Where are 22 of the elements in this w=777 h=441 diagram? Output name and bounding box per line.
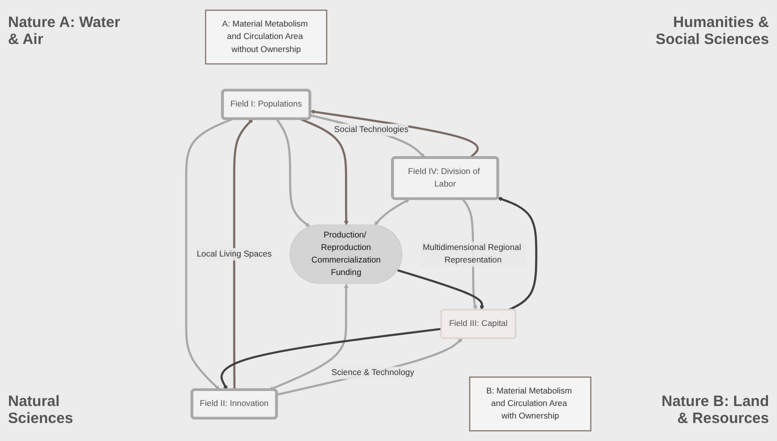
- arrow: [310, 110, 479, 159]
- arrow: [300, 118, 349, 226]
- node-box: A: Material Metabolism and Circulation Area without Ownership: [205, 10, 328, 64]
- arrow: [233, 118, 254, 390]
- arrow: [276, 338, 463, 396]
- region-label: Nature A: Water & Air: [8, 14, 122, 48]
- arrow: [276, 118, 310, 228]
- region-label: Nature B: Land & Resources: [660, 393, 769, 427]
- region-label: Natural Sciences: [8, 393, 74, 427]
- edge-label: Social Technologies: [334, 125, 408, 134]
- arrow: [220, 328, 442, 390]
- edge-label: Science & Technology: [331, 368, 414, 378]
- edge-label: Local Living Spaces: [196, 249, 272, 258]
- region-label: Humanities & Social Sciences: [654, 14, 769, 48]
- arrow: [268, 283, 349, 390]
- arrow: [310, 114, 426, 158]
- edge-label: Multidimensional Regional Representation: [422, 243, 522, 265]
- arrow: [185, 118, 234, 390]
- arrow: [397, 269, 484, 310]
- arrow: [497, 196, 538, 311]
- node-box: B: Material Metabolism and Circulation Area with Ownership: [469, 376, 592, 432]
- arrow: [374, 198, 410, 226]
